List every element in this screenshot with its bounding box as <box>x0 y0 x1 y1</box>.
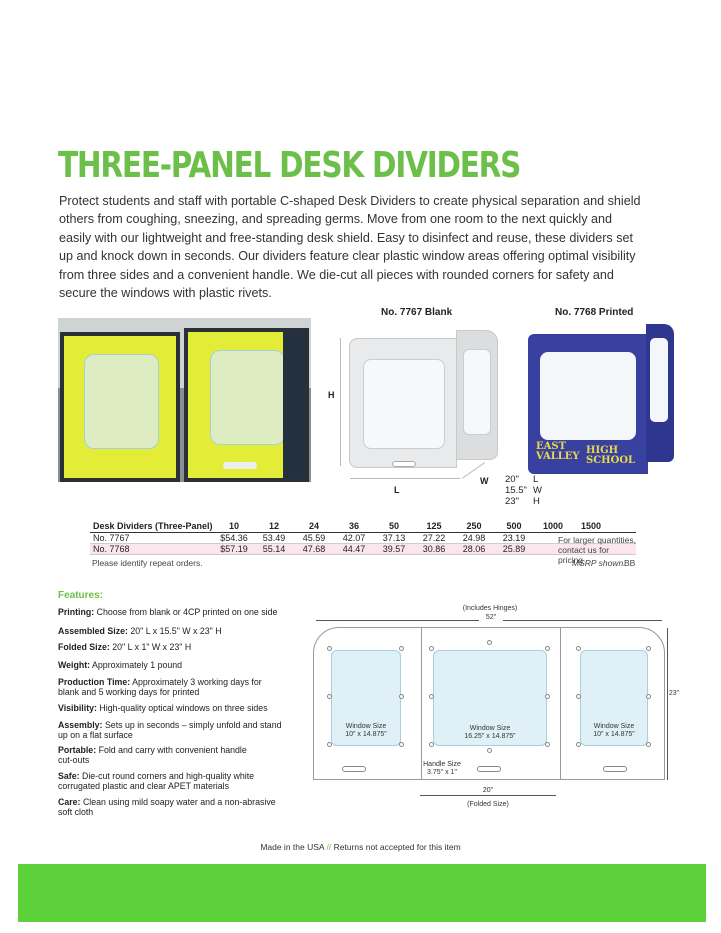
price-cell: 45.59 <box>302 533 326 543</box>
height-dim-label: H <box>328 390 335 400</box>
price-cell: 47.68 <box>302 544 326 554</box>
price-cell: 44.47 <box>342 544 366 554</box>
right-handle-slot <box>603 766 627 772</box>
item-number: No. 7768 <box>93 544 130 554</box>
qty-header: 50 <box>388 521 399 531</box>
width-dim-label: W <box>480 476 489 486</box>
qty-header: 500 <box>506 521 522 531</box>
qty-header: 125 <box>426 521 442 531</box>
qty-header: 1500 <box>580 521 602 531</box>
center-handle-slot <box>477 766 501 772</box>
feature-safe: Safe: Die-cut round corners and high-qua… <box>58 771 255 791</box>
price-cell: 23.19 <box>502 533 526 543</box>
price-cell: 37.13 <box>382 533 406 543</box>
intro-paragraph: Protect students and staff with portable… <box>59 194 641 301</box>
printed-text-right: HIGH SCHOOL <box>586 445 636 466</box>
price-cell: 55.14 <box>262 544 286 554</box>
footer-bar <box>18 864 706 922</box>
feature-visibility: Visibility: High-quality optical windows… <box>58 703 268 713</box>
feature-portable: Portable: Fold and carry with convenient… <box>58 745 247 765</box>
qty-header: 250 <box>466 521 482 531</box>
price-cell: 28.06 <box>462 544 486 554</box>
feature-folded-size: Folded Size: 20" L x 1" W x 23" H <box>58 642 192 652</box>
height-line <box>667 628 668 780</box>
includes-hinges-label: (Includes Hinges) <box>462 605 518 612</box>
printed-text-left: EAST VALLEY <box>536 441 580 462</box>
qty-header: 36 <box>348 521 359 531</box>
pricing-table: Desk Dividers (Three-Panel) 10 12 24 36 … <box>90 520 636 568</box>
qty-header: 10 <box>228 521 239 531</box>
price-cell: 53.49 <box>262 533 286 543</box>
feature-printing: Printing: Choose from blank or 4CP print… <box>58 607 278 617</box>
left-handle-slot <box>342 766 366 772</box>
msrp-note: MSRP shown. <box>572 558 626 568</box>
price-code: BB <box>624 558 636 568</box>
spec-height: 23" H <box>505 496 540 507</box>
classroom-photo <box>58 318 311 482</box>
feature-assembled-size: Assembled Size: 20" L x 15.5" W x 23" H <box>58 626 222 636</box>
footer-note: Made in the USA // Returns not accepted … <box>260 842 461 852</box>
length-dim-label: L <box>394 485 400 495</box>
folded-width-label: 20" <box>480 787 496 794</box>
qty-header: 1000 <box>542 521 564 531</box>
center-window <box>433 650 547 746</box>
printed-product-label: No. 7768 Printed <box>555 307 634 318</box>
price-cell: 30.86 <box>422 544 446 554</box>
features-title: Features: <box>58 590 104 601</box>
price-cell: 24.98 <box>462 533 486 543</box>
blank-product-label: No. 7767 Blank <box>381 307 453 318</box>
price-cell: $54.36 <box>220 533 248 543</box>
price-cell: 25.89 <box>502 544 526 554</box>
table-row: No. 7767 $54.36 53.49 45.59 42.07 37.13 … <box>90 533 636 544</box>
printed-divider-image: EAST VALLEY HIGH SCHOOL <box>528 324 674 474</box>
price-cell: 39.57 <box>382 544 406 554</box>
page-title: THREE-PANEL DESK DIVIDERS <box>58 145 521 186</box>
spec-length: 20" L <box>505 474 539 485</box>
blank-divider-image <box>349 330 499 470</box>
feature-production-time: Production Time: Approximately 3 working… <box>58 677 262 697</box>
pricing-header-row: Desk Dividers (Three-Panel) 10 12 24 36 … <box>90 520 636 533</box>
pricing-header-label: Desk Dividers (Three-Panel) <box>93 521 213 531</box>
large-qty-note-1: For larger quantities, <box>558 535 636 545</box>
spec-width: 15.5" W <box>505 485 542 496</box>
folded-width-line <box>420 795 556 796</box>
folded-size-label: (Folded Size) <box>467 801 509 808</box>
price-cell: $57.19 <box>220 544 248 554</box>
qty-header: 12 <box>268 521 279 531</box>
qty-header: 24 <box>308 521 319 531</box>
feature-care: Care: Clean using mild soapy water and a… <box>58 797 276 817</box>
large-qty-note-2: contact us for pricing <box>558 545 610 565</box>
repeat-orders-note: Please identify repeat orders. <box>92 558 203 568</box>
item-number: No. 7767 <box>93 533 130 543</box>
feature-assembly: Assembly: Sets up in seconds – simply un… <box>58 720 282 740</box>
table-row: No. 7768 $57.19 55.14 47.68 44.47 39.57 … <box>90 544 636 555</box>
price-cell: 42.07 <box>342 533 366 543</box>
height-label: 23" <box>668 690 680 697</box>
feature-weight: Weight: Approximately 1 pound <box>58 660 183 670</box>
price-cell: 27.22 <box>422 533 446 543</box>
total-width-label: 52" <box>479 614 503 621</box>
